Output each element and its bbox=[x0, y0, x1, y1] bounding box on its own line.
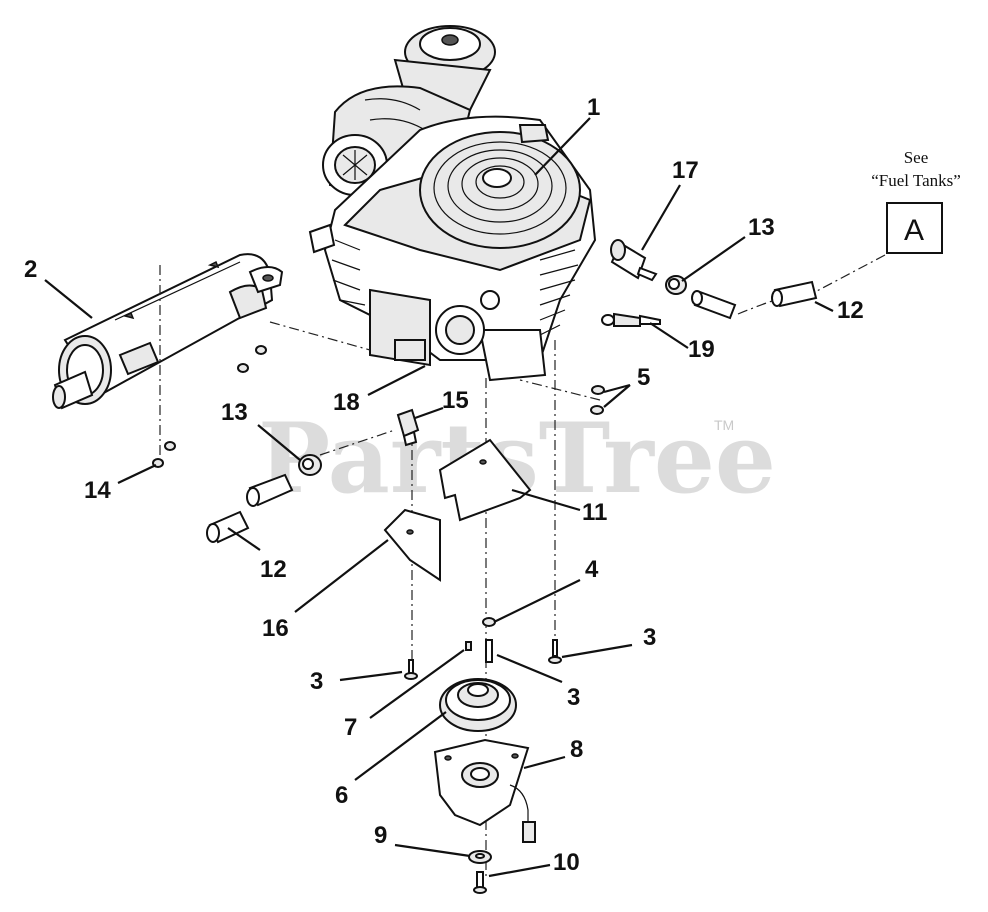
callout-7: 7 bbox=[344, 714, 357, 741]
callout-18: 18 bbox=[333, 389, 360, 416]
hose-clamp-upper[interactable] bbox=[665, 275, 687, 295]
bracket-16[interactable] bbox=[383, 508, 441, 582]
watermark-tm: TM bbox=[714, 417, 734, 433]
bracket-11[interactable] bbox=[438, 438, 532, 522]
callout-3-center: 3 bbox=[567, 684, 580, 711]
fuel-filter[interactable] bbox=[610, 239, 658, 282]
fitting-19[interactable] bbox=[601, 312, 661, 327]
callout-4: 4 bbox=[585, 556, 599, 583]
nuts-14[interactable] bbox=[152, 345, 267, 468]
callout-1: 1 bbox=[587, 94, 600, 121]
callout-11: 11 bbox=[582, 499, 607, 526]
callout-13-lower: 13 bbox=[221, 399, 248, 426]
reference-fuel-tanks[interactable]: See “Fuel Tanks” A bbox=[871, 148, 961, 254]
reference-box bbox=[886, 202, 943, 254]
washer-9[interactable] bbox=[468, 850, 492, 864]
hose-clamp-lower[interactable] bbox=[298, 454, 322, 476]
bolt-3-right[interactable] bbox=[548, 639, 562, 664]
fuel-line-lower[interactable] bbox=[206, 473, 294, 544]
callout-14: 14 bbox=[84, 477, 111, 504]
callout-15: 15 bbox=[442, 387, 469, 414]
callout-3-right: 3 bbox=[643, 624, 656, 651]
reference-note-see: See bbox=[904, 148, 929, 167]
callout-9: 9 bbox=[374, 822, 387, 849]
key-7[interactable] bbox=[465, 641, 472, 651]
clutch[interactable] bbox=[433, 738, 536, 843]
callout-6: 6 bbox=[335, 782, 348, 809]
callout-17: 17 bbox=[672, 157, 699, 184]
callout-12-upper: 12 bbox=[837, 297, 864, 324]
washer-4[interactable] bbox=[482, 617, 496, 627]
nuts-5[interactable] bbox=[590, 385, 605, 415]
fitting-15[interactable] bbox=[396, 408, 420, 447]
callout-16: 16 bbox=[262, 615, 289, 642]
engine[interactable] bbox=[308, 25, 597, 382]
bolt-3-left[interactable] bbox=[404, 659, 418, 680]
fuel-line-upper[interactable] bbox=[691, 280, 818, 320]
reference-letter: A bbox=[904, 214, 924, 247]
callout-3-left: 3 bbox=[310, 668, 323, 695]
bolt-10[interactable] bbox=[473, 871, 487, 894]
reference-note-title: “Fuel Tanks” bbox=[871, 171, 961, 190]
callout-5: 5 bbox=[637, 364, 650, 391]
callout-13-upper: 13 bbox=[748, 214, 775, 241]
callout-2: 2 bbox=[24, 256, 37, 283]
callout-10: 10 bbox=[553, 849, 580, 876]
pulley[interactable] bbox=[439, 678, 517, 732]
callout-19: 19 bbox=[688, 336, 715, 363]
callout-8: 8 bbox=[570, 736, 583, 763]
bolt-3-center[interactable] bbox=[485, 639, 493, 663]
callout-12-lower: 12 bbox=[260, 556, 287, 583]
muffler[interactable] bbox=[52, 253, 284, 410]
